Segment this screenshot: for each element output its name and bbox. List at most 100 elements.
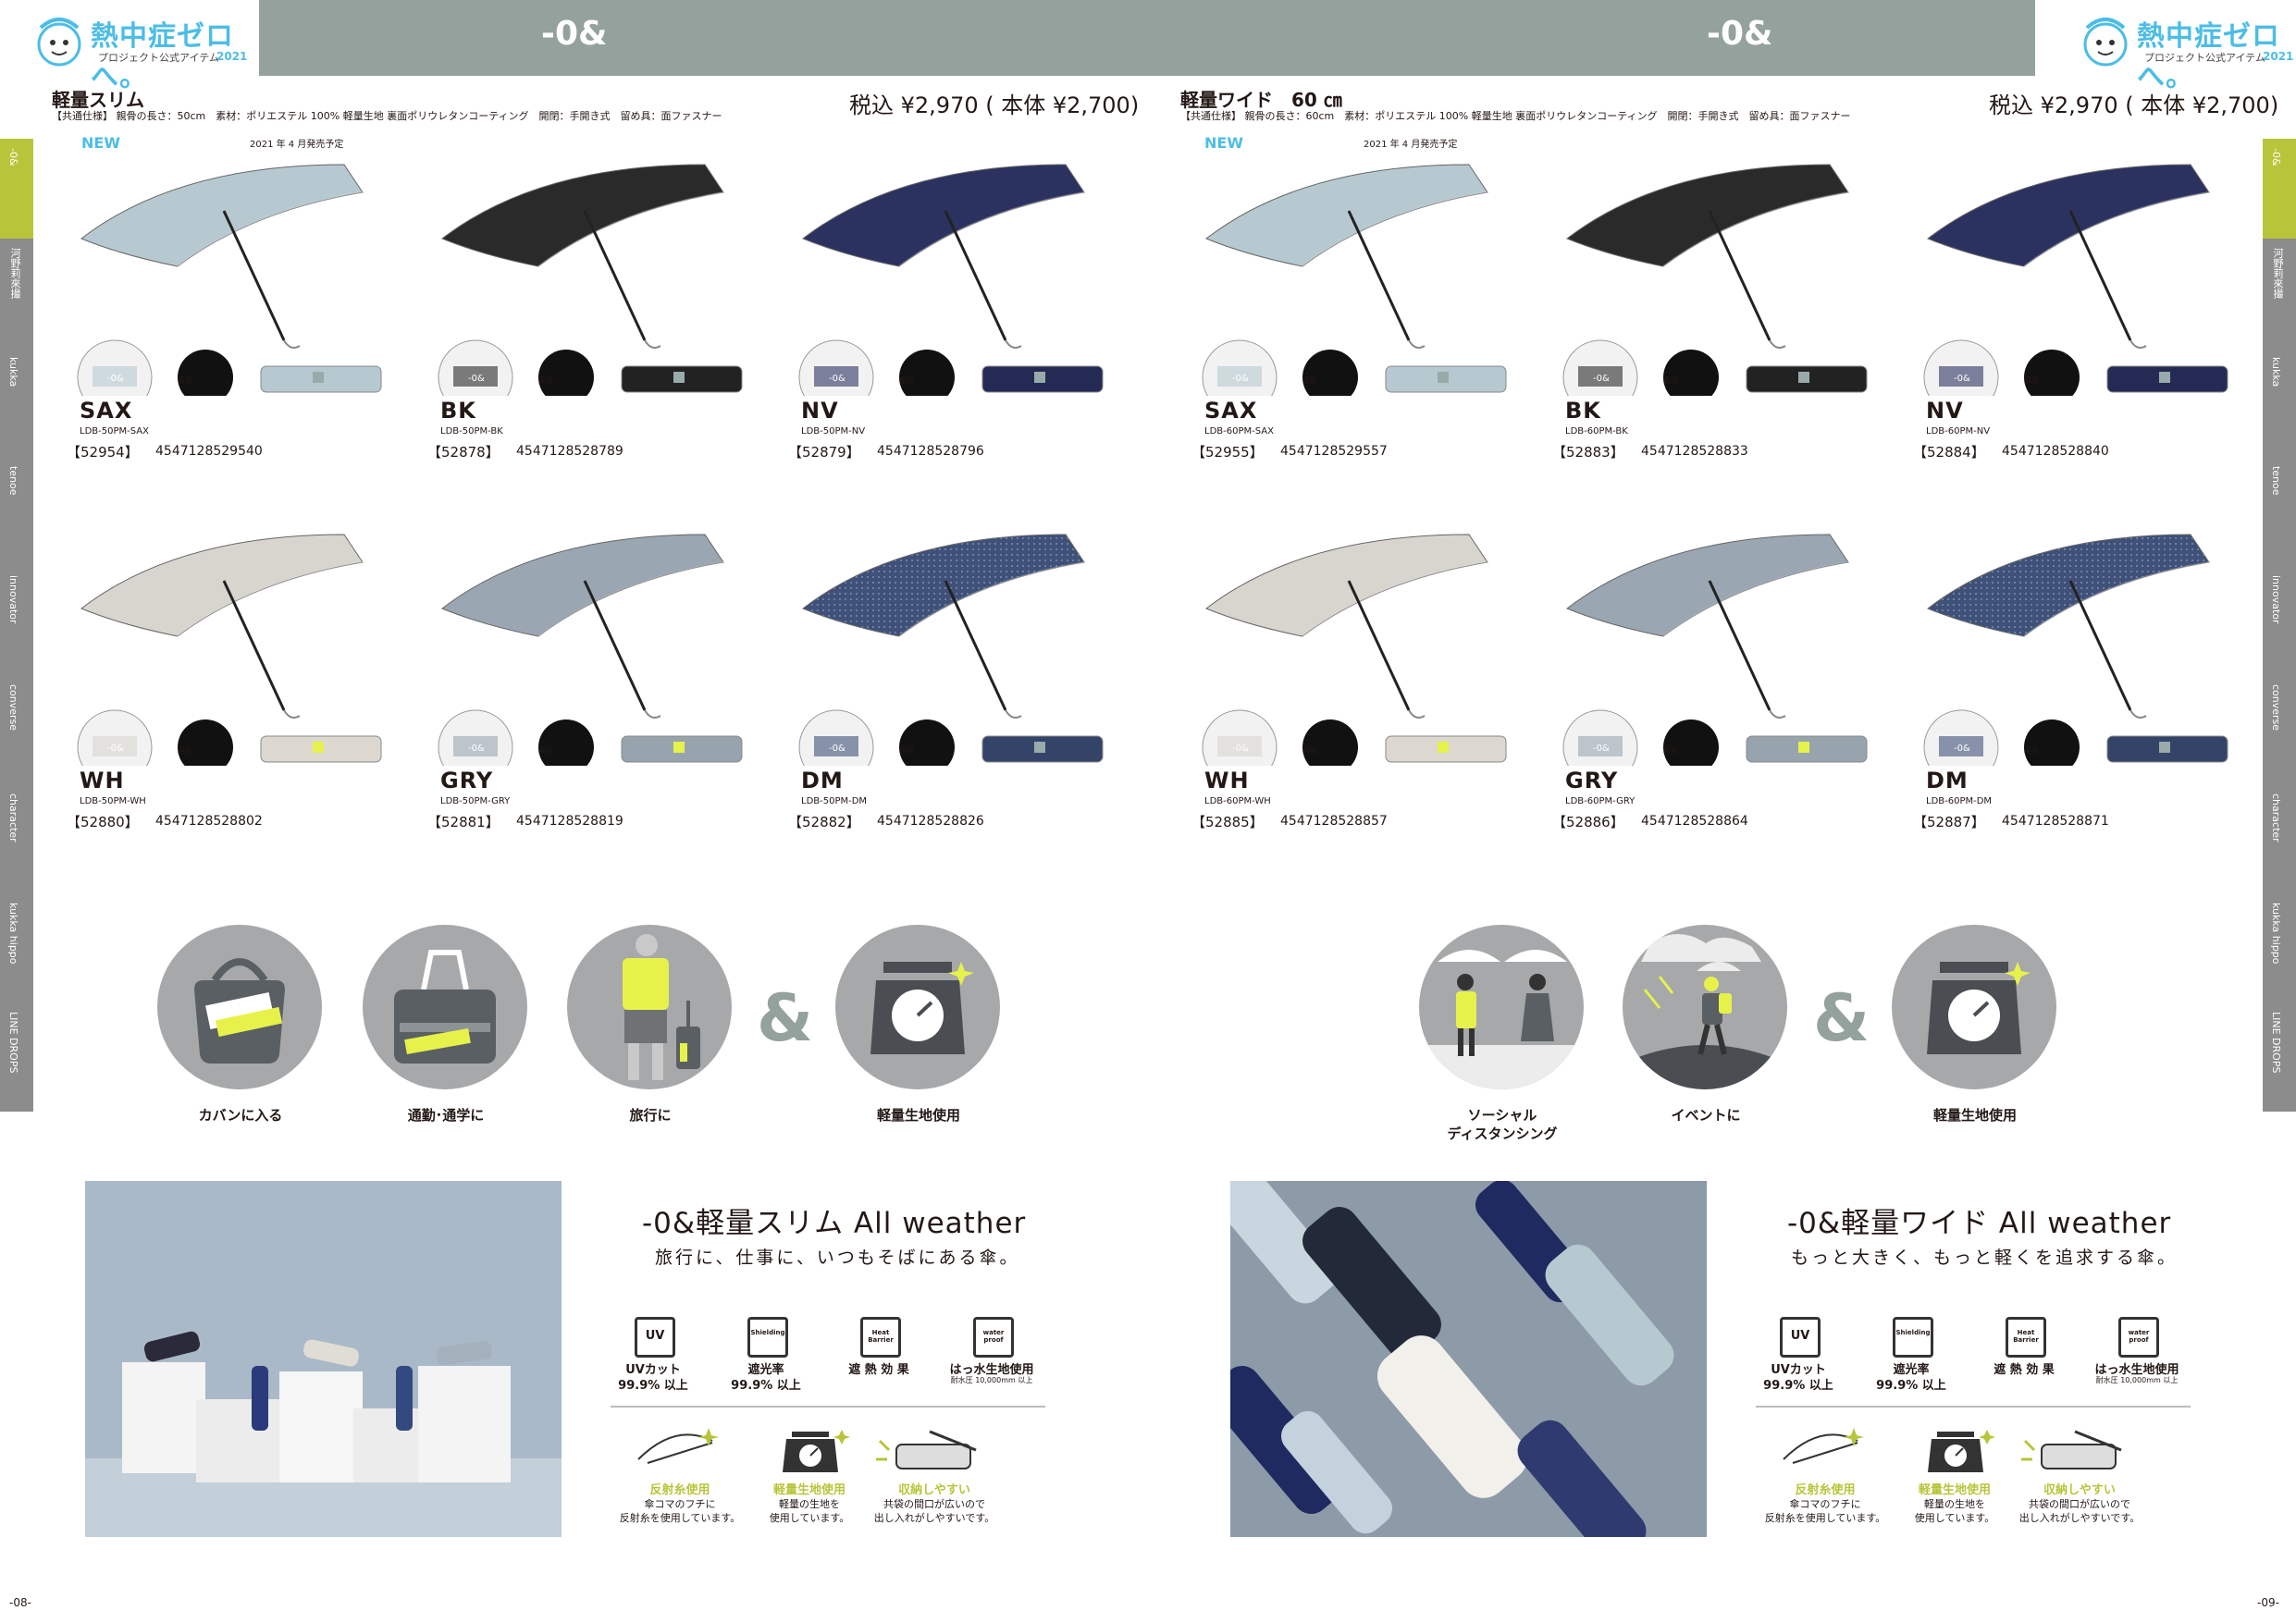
feature-detail-icon (637, 1428, 719, 1464)
back-side-label: 裏面 (178, 376, 192, 385)
feature-lightweight: 軽量生地使用 (1892, 925, 2058, 1147)
svg-text:-0&: -0& (1232, 744, 1249, 754)
variant-model: LDB-60PM-WH (1204, 796, 1271, 806)
side-index-tab[interactable]: LINE DROPS (0, 1002, 33, 1113)
variant-model: LDB-60PM-DM (1926, 796, 1993, 806)
feature-commute: 通勤･通学に (363, 925, 529, 1147)
spec-note: 耐水圧 10,000mm 以上 (950, 1376, 1033, 1384)
svg-text:-0&: -0& (1593, 374, 1610, 384)
side-index-label: -0& (7, 148, 19, 166)
feature-detail-desc: 反射糸を使用しています。 (619, 1512, 741, 1524)
umbrella-illustration: -0& (1562, 534, 1868, 766)
spec-icon: Shielding 遮光率 99.9% 以上 (710, 1317, 821, 1400)
back-side-label: 裏面 (178, 746, 192, 755)
side-index-tab[interactable]: LINE DROPS (2263, 1002, 2296, 1113)
spec-glyph-icon: UV (635, 1317, 675, 1358)
side-index-tab[interactable]: kukka (0, 348, 33, 459)
side-index-label: converse (2270, 684, 2282, 732)
brand-name-right: -0& (1707, 15, 1773, 53)
svg-text:-0&: -0& (1593, 744, 1610, 754)
side-index-tab[interactable]: tenoe (0, 457, 33, 568)
feature-label: カバンに入る (198, 1107, 283, 1124)
variant-jan: 4547128528871 (2002, 814, 2109, 829)
feature-detail-desc: 共袋の間口が広いので (883, 1498, 985, 1510)
product-photo-left (85, 1181, 562, 1537)
feature-detail-title: 収納しやすい (898, 1483, 970, 1497)
umbrella-illustration: -0& (798, 534, 1104, 766)
feature-detail-title: 軽量生地使用 (772, 1483, 846, 1497)
side-index-tab[interactable]: 河野莉來撮 (2263, 239, 2296, 350)
product-price-right: 税込 ¥2,970 ( 本体 ¥2,700) (1989, 92, 2279, 118)
spec-title: UVカット (625, 1363, 681, 1377)
back-side-label: 裏面 (1302, 746, 1317, 755)
side-index-tab[interactable]: character (2263, 784, 2296, 895)
scale-icon (1927, 962, 2031, 1054)
side-index-tab[interactable]: kukka (2263, 348, 2296, 459)
feature-detail: 軽量生地使用 軽量の生地を 使用しています。 (740, 1422, 879, 1533)
variant-color-code: NV (801, 398, 839, 424)
side-index-tab[interactable]: character (0, 784, 33, 895)
side-index-label: character (7, 793, 19, 842)
spec-icon: Heat Barrier 遮 熱 効 果 (1969, 1317, 2080, 1400)
ampersand-right: & (1813, 980, 1870, 1056)
feature-detail-desc: 使用しています。 (1914, 1512, 1995, 1524)
feature-detail-icon (1783, 1428, 1864, 1464)
side-index-tab[interactable]: innovator (0, 566, 33, 677)
variant-jan: 4547128528819 (516, 814, 623, 829)
side-index-label: kukka hippo (2270, 903, 2282, 965)
mascot-icon (2083, 18, 2128, 67)
variant-color-code: WH (80, 768, 125, 793)
feature-detail-desc: 反射糸を使用しています。 (1764, 1512, 1886, 1524)
new-tag-left: NEW (81, 134, 120, 152)
feature-detail-desc: 共袋の間口が広いので (2029, 1498, 2130, 1510)
side-index-tab[interactable]: kukka hippo (0, 893, 33, 1004)
side-index-tab[interactable]: innovator (2263, 566, 2296, 677)
spec-glyph-icon: Shielding (747, 1317, 788, 1358)
variant-model: LDB-50PM-WH (80, 796, 146, 806)
umbrella-illustration: -0& (438, 534, 743, 766)
variant-jan: 4547128529557 (1280, 444, 1388, 459)
feature-detail-icon (2021, 1430, 2122, 1469)
back-side-label: 裏面 (2024, 376, 2039, 385)
svg-text:-0&: -0& (829, 374, 846, 384)
logo-title: 熱中症ゼロへ。 (2137, 20, 2280, 93)
people-umbrella-icon (1419, 950, 1584, 1089)
variant-color-code: GRY (440, 768, 494, 793)
side-index-tab[interactable]: -0& (2263, 139, 2296, 240)
spec-icon: Heat Barrier 遮 熱 効 果 (823, 1317, 934, 1400)
side-index-label: converse (7, 684, 19, 732)
side-index-label: kukka (2270, 357, 2282, 387)
spec-icon: Shielding 遮光率 99.9% 以上 (1856, 1317, 1967, 1400)
side-index-tab[interactable]: kukka hippo (2263, 893, 2296, 1004)
mascot-icon (37, 18, 81, 67)
svg-text:-0&: -0& (1954, 374, 1970, 384)
variant-color-code: DM (1926, 768, 1969, 793)
logo-left: 熱中症ゼロへ。 プロジェクト公式アイテム 2021 (31, 11, 253, 93)
side-index-tab[interactable]: 河野莉來撮 (0, 239, 33, 350)
svg-text:-0&: -0& (829, 744, 846, 754)
variant-color-code: BK (1565, 398, 1601, 424)
feature-detail-desc: 使用しています。 (769, 1512, 850, 1524)
umbrella-illustration: -0& (798, 164, 1104, 396)
side-index-tab[interactable]: tenoe (2263, 457, 2296, 568)
side-index-tab[interactable]: converse (0, 675, 33, 786)
side-index-tab[interactable]: converse (2263, 675, 2296, 786)
variant-model: LDB-60PM-GRY (1565, 796, 1636, 806)
spec-icon: UV UVカット 99.9% 以上 (1743, 1317, 1854, 1400)
header-bar (259, 0, 2035, 76)
page-number-left: -08- (9, 1596, 31, 1609)
side-index-tab[interactable]: -0& (0, 139, 33, 240)
new-tag-right: NEW (1204, 134, 1243, 152)
feature-label: 旅行に (629, 1107, 672, 1124)
back-side-label: 裏面 (2024, 746, 2039, 755)
feature-detail: 軽量生地使用 軽量の生地を 使用しています。 (1885, 1422, 2024, 1533)
variant-id: 【52884】 (1913, 444, 1985, 461)
feature-detail-title: 反射糸使用 (649, 1483, 710, 1497)
spec-title: 遮 熱 効 果 (848, 1363, 909, 1377)
variant-model: LDB-60PM-NV (1926, 426, 1991, 436)
side-index-label: kukka (7, 357, 19, 387)
brand-name-left: -0& (541, 15, 608, 53)
